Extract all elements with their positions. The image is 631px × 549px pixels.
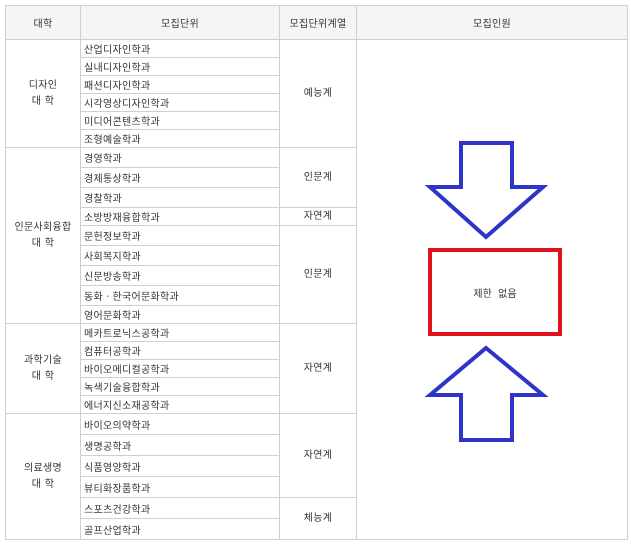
header-row: 대학 모집단위 모집단위계열 모집인원 bbox=[5, 5, 628, 40]
up-arrow-icon bbox=[424, 345, 549, 442]
college-name-cell: 과학기술 대 학 bbox=[5, 323, 81, 414]
college-name-cell: 디자인 대 학 bbox=[5, 39, 81, 148]
quota-cell bbox=[356, 39, 628, 540]
college-name-cell: 의료생명 대 학 bbox=[5, 413, 81, 540]
series-cell: 인문계 bbox=[279, 225, 357, 324]
header-college: 대학 bbox=[5, 5, 81, 40]
series-cell: 예능계 bbox=[279, 39, 357, 148]
table-row: 골프산업학과 bbox=[6, 518, 628, 540]
series-cell: 인문계 bbox=[279, 147, 357, 208]
down-arrow-icon bbox=[424, 141, 549, 240]
college-name-cell: 인문사회융합 대 학 bbox=[5, 147, 81, 324]
series-cell: 체능계 bbox=[279, 497, 357, 540]
series-cell: 자연계 bbox=[279, 413, 357, 498]
series-cell: 자연계 bbox=[279, 323, 357, 414]
header-department: 모집단위 bbox=[80, 5, 280, 40]
no-limit-box: 제한 없음 bbox=[428, 248, 562, 336]
header-series: 모집단위계열 bbox=[279, 5, 357, 40]
department-cell: 뷰티화장품학과 bbox=[80, 476, 280, 498]
no-limit-label: 제한 없음 bbox=[473, 288, 517, 300]
header-quota: 모집인원 bbox=[356, 5, 628, 40]
table-row: 뷰티화장품학과 bbox=[6, 476, 628, 498]
department-cell: 골프산업학과 bbox=[80, 518, 280, 540]
